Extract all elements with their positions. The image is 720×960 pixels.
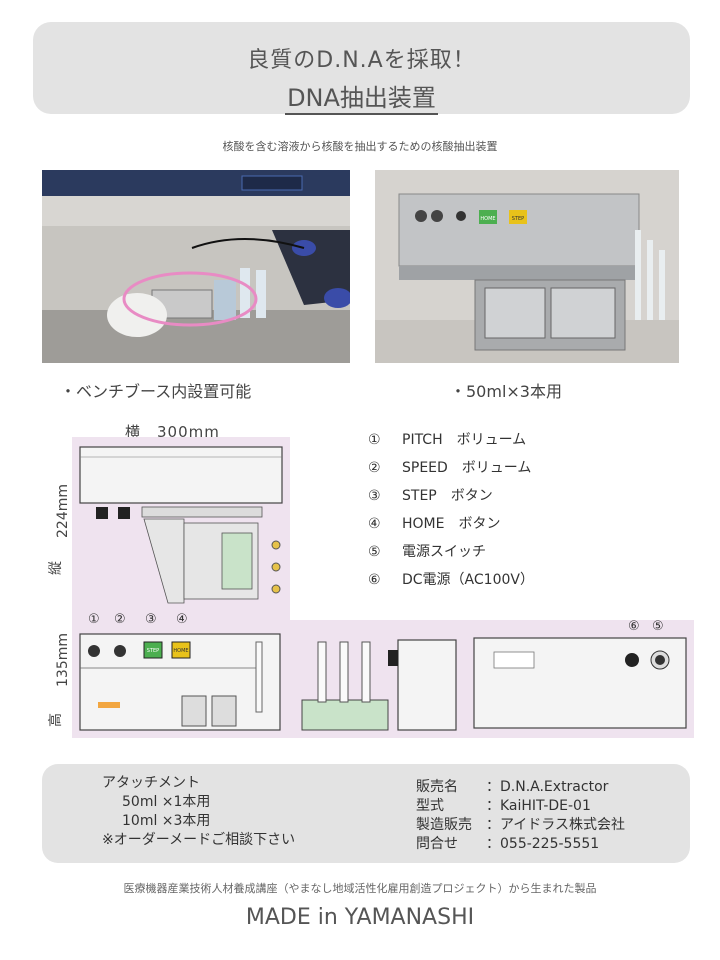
- spec-text: HOME ボタン: [402, 516, 501, 532]
- attachment-line-1: 50ml ×1本用: [122, 794, 211, 810]
- product-info-row: 型式 ：KaiHIT-DE-01: [416, 797, 625, 816]
- origin-note: 医療機器産業技術人材養成講座（やまなし地域活性化雇用創造プロジェクト）から生まれ…: [123, 882, 597, 895]
- spec-text: DC電源（AC100V）: [402, 572, 534, 588]
- side-views-background: STEP HOME: [72, 620, 694, 738]
- front-label-3: ③: [145, 612, 157, 627]
- front-label-1: ①: [88, 612, 100, 627]
- spec-num: ③: [368, 488, 381, 504]
- subtitle: 核酸を含む溶液から核酸を抽出するための核酸抽出装置: [222, 140, 498, 153]
- product-info-key: 型式: [416, 798, 444, 814]
- header-box: 良質のD.N.Aを採取！ DNA抽出装置: [33, 22, 690, 115]
- depth-dimension-label: 縦: [48, 561, 64, 575]
- product-info-key: 製造販売: [416, 817, 472, 833]
- header-product-name-text: DNA抽出装置: [285, 84, 438, 115]
- caption-tube-capacity: ・50ml×3本用: [450, 382, 562, 401]
- photo-device: HOME STEP: [375, 170, 679, 363]
- spec-item: ⑥ DC電源（AC100V）: [368, 570, 534, 598]
- product-info: 販売名 ：D.N.A.Extractor 型式 ：KaiHIT-DE-01 製造販売…: [416, 778, 625, 854]
- rear-label-5: ⑤: [652, 619, 664, 634]
- spec-text: 電源スイッチ: [402, 544, 486, 560]
- attachment-info: アタッチメント 50ml ×1本用 10ml ×3本用 ※オーダーメードご相談下…: [102, 774, 295, 850]
- top-view-background: [72, 437, 290, 623]
- photo-bench-booth: [42, 170, 350, 363]
- height-dimension-label: 高: [48, 713, 64, 727]
- spec-item: ① PITCH ボリューム: [368, 430, 534, 458]
- header-title: 良質のD.N.Aを採取！: [247, 48, 476, 73]
- device-illustration: HOME STEP: [375, 170, 679, 363]
- spec-text: SPEED ボリューム: [402, 460, 532, 476]
- product-info-key: 問合せ: [416, 836, 458, 852]
- attachment-title: アタッチメント: [102, 775, 200, 791]
- height-dimension-value: 135mm: [55, 633, 71, 687]
- spec-num: ④: [368, 516, 381, 532]
- footer-info-box: アタッチメント 50ml ×1本用 10ml ×3本用 ※オーダーメードご相談下…: [42, 764, 690, 863]
- front-step-button-text: STEP: [147, 648, 159, 654]
- spec-num: ⑥: [368, 572, 381, 588]
- spec-item: ④ HOME ボタン: [368, 514, 534, 542]
- device-step-button-text: STEP: [512, 216, 524, 222]
- caption-bench-booth: ・ベンチブース内設置可能: [60, 382, 252, 401]
- product-info-value: ：アイドラス株式会社: [486, 817, 626, 833]
- spec-item: ⑤ 電源スイッチ: [368, 542, 534, 570]
- product-info-value: ：D.N.A.Extractor: [486, 779, 609, 795]
- front-label-4: ④: [176, 612, 188, 627]
- product-info-row: 製造販売 ：アイドラス株式会社: [416, 816, 625, 835]
- product-info-value: ：055-225-5551: [486, 836, 600, 852]
- header-product-name: DNA抽出装置: [33, 78, 690, 115]
- top-view-drawing: [79, 446, 283, 604]
- front-label-2: ②: [114, 612, 126, 627]
- product-info-value: ：KaiHIT-DE-01: [486, 798, 591, 814]
- made-in-yamanashi: MADE in YAMANASHI: [245, 905, 475, 930]
- bench-booth-illustration: [42, 170, 350, 363]
- spec-num: ⑤: [368, 544, 381, 560]
- product-info-row: 販売名 ：D.N.A.Extractor: [416, 778, 625, 797]
- spec-text: PITCH ボリューム: [402, 432, 527, 448]
- spec-num: ②: [368, 460, 381, 476]
- spec-num: ①: [368, 432, 381, 448]
- spec-list: ① PITCH ボリューム ② SPEED ボリューム ③ STEP ボタン ④ HOM…: [368, 430, 534, 598]
- spec-item: ② SPEED ボリューム: [368, 458, 534, 486]
- width-dimension-label: 横 300mm: [125, 423, 220, 441]
- front-home-button-text: HOME: [173, 648, 188, 654]
- device-home-button-text: HOME: [480, 216, 495, 222]
- spec-item: ③ STEP ボタン: [368, 486, 534, 514]
- side-views-drawing: STEP HOME: [79, 633, 687, 731]
- attachment-note: ※オーダーメードご相談下さい: [102, 832, 296, 848]
- attachment-line-2: 10ml ×3本用: [122, 813, 211, 829]
- product-info-row: 問合せ ：055-225-5551: [416, 835, 625, 854]
- product-info-key: 販売名: [416, 779, 458, 795]
- depth-dimension-value: 224mm: [55, 484, 71, 538]
- spec-text: STEP ボタン: [402, 488, 493, 504]
- rear-label-6: ⑥: [628, 619, 640, 634]
